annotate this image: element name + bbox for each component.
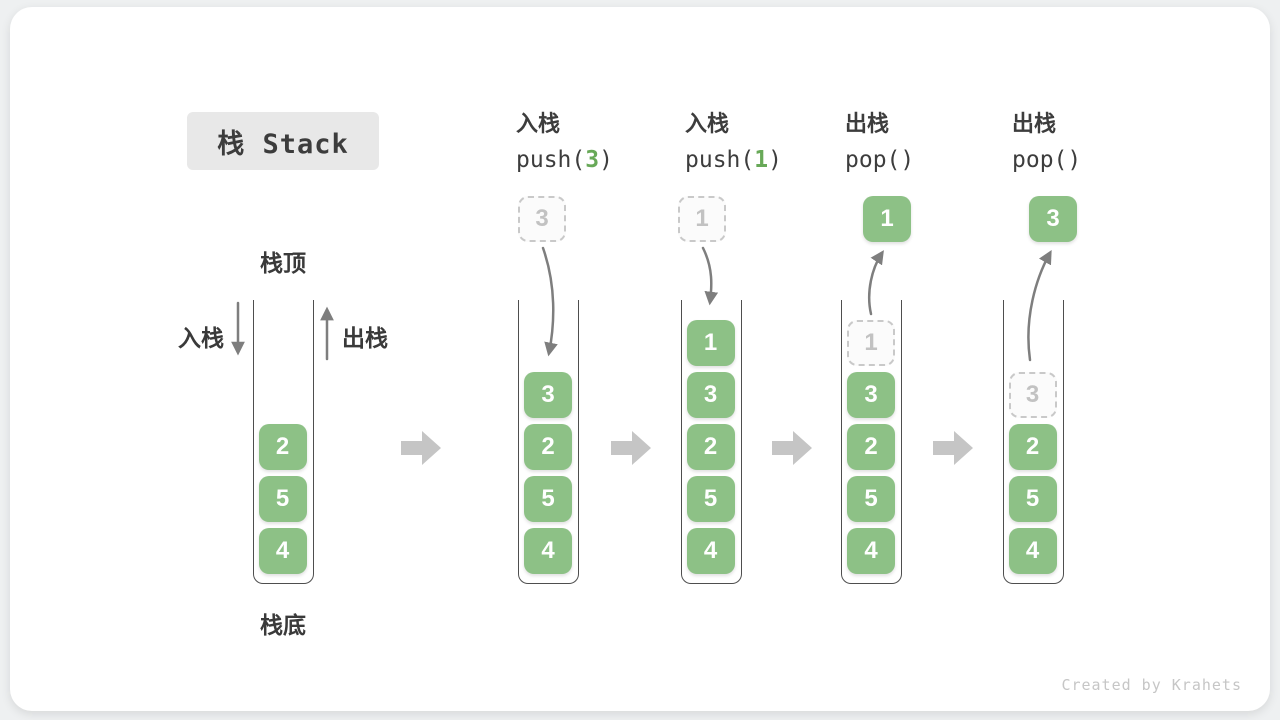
code-arg: 3 <box>585 147 600 173</box>
code-suffix: ) <box>768 147 782 173</box>
stack-item: 5 <box>1008 476 1057 522</box>
stack-bottom-label: 栈底 <box>260 612 306 638</box>
stack-item: 2 <box>1008 424 1057 470</box>
op-cn-label: 入栈 <box>516 111 561 136</box>
transition-arrow-icon <box>611 431 651 465</box>
incoming-element: 3 <box>518 196 566 242</box>
op-label-pop-2: 出栈 pop() <box>1012 106 1081 173</box>
transition-arrow-icon <box>401 431 441 465</box>
op-label-push-3: 入栈 push(3) <box>516 106 613 173</box>
stack-item: 4 <box>1008 528 1057 574</box>
stack-container-initial: 2 5 4 <box>252 300 314 584</box>
op-cn-label: 入栈 <box>685 111 730 136</box>
stack-item: 4 <box>686 528 735 574</box>
stack-top-label: 栈顶 <box>260 250 306 276</box>
pop-direction-label: 出栈 <box>342 325 388 351</box>
stack-item: 5 <box>524 476 572 522</box>
diagram-title-label: 栈 Stack <box>217 128 349 160</box>
stack-item: 3 <box>686 372 735 418</box>
code-prefix: pop( <box>1012 147 1068 173</box>
stack-item: 3 <box>847 372 895 418</box>
stack-item: 5 <box>258 476 307 522</box>
stack-item: 2 <box>686 424 735 470</box>
op-code-label: pop() <box>845 147 914 173</box>
removed-slot: 3 <box>1008 372 1057 418</box>
attribution-text: Created by Krahets <box>1061 676 1242 694</box>
stack-container-push3: 3 2 5 4 <box>518 300 579 584</box>
code-prefix: push( <box>516 147 586 173</box>
stack-item: 4 <box>847 528 895 574</box>
stack-container-pop1: 1 3 2 5 4 <box>841 300 902 584</box>
stack-item: 4 <box>258 528 307 574</box>
popped-element: 1 <box>863 196 911 242</box>
removed-slot: 1 <box>847 320 895 366</box>
op-label-push-1: 入栈 push(1) <box>685 106 782 173</box>
stack-item: 5 <box>847 476 895 522</box>
op-code-label: pop() <box>1012 147 1081 173</box>
push-direction-label: 入栈 <box>178 325 224 351</box>
stack-item: 2 <box>524 424 572 470</box>
op-code-label: push(1) <box>685 147 782 173</box>
code-suffix: ) <box>599 147 613 173</box>
stack-container-push1: 1 3 2 5 4 <box>680 300 742 584</box>
stack-container-pop2: 3 2 5 4 <box>1002 300 1064 584</box>
stack-item: 4 <box>524 528 572 574</box>
stack-item: 2 <box>847 424 895 470</box>
incoming-element: 1 <box>678 196 726 242</box>
code-arg: 1 <box>754 147 769 173</box>
transition-arrow-icon <box>772 431 812 465</box>
op-label-pop-1: 出栈 pop() <box>845 106 914 173</box>
op-cn-label: 出栈 <box>845 111 890 136</box>
stack-item: 5 <box>686 476 735 522</box>
code-prefix: pop( <box>845 147 901 173</box>
stack-item: 1 <box>686 320 735 366</box>
code-suffix: ) <box>900 147 915 173</box>
stack-item: 3 <box>524 372 572 418</box>
diagram-title: 栈 Stack <box>187 112 379 170</box>
transition-arrow-icon <box>933 431 973 465</box>
op-cn-label: 出栈 <box>1012 111 1057 136</box>
op-code-label: push(3) <box>516 147 613 173</box>
code-suffix: ) <box>1067 147 1082 173</box>
code-prefix: push( <box>685 147 755 173</box>
stack-item: 2 <box>258 424 307 470</box>
popped-element: 3 <box>1029 196 1077 242</box>
